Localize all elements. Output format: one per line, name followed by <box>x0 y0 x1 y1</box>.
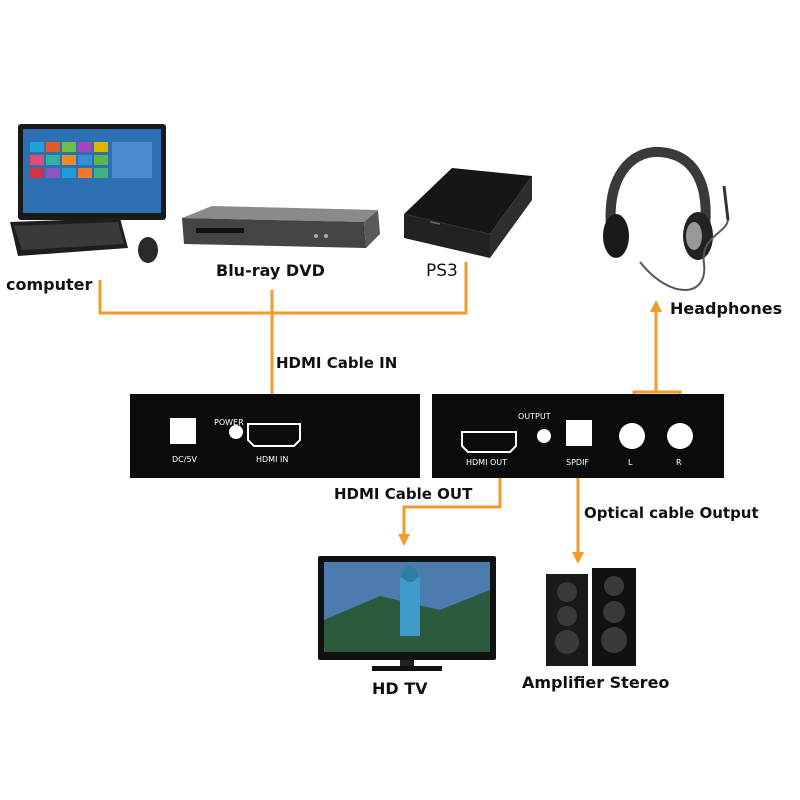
extender-box-output: OUTPUT HDMI OUT SPDIF L R <box>432 394 724 478</box>
ps3-label: PS3 <box>426 261 458 281</box>
l-label: L <box>628 458 633 467</box>
extender-box-input: POWER DC/5V HDMI IN <box>130 394 420 478</box>
output-label: OUTPUT <box>518 412 551 421</box>
hd-tv-icon <box>318 556 496 671</box>
power-led <box>229 425 243 439</box>
dc-label: DC/5V <box>172 455 198 464</box>
ps3-console-icon <box>404 168 532 258</box>
audio-r-port <box>667 423 693 449</box>
spdif-label: SPDIF <box>566 458 589 467</box>
speakers-icon <box>546 568 636 666</box>
headphones-icon <box>603 146 730 291</box>
hdmi-in-label: HDMI IN <box>256 455 288 464</box>
headphones-label: Headphones <box>670 299 782 318</box>
power-label: POWER <box>214 418 244 427</box>
hdmi-out-cable <box>398 468 502 546</box>
computer-label: computer <box>6 275 92 294</box>
audio-l-port <box>619 423 645 449</box>
r-label: R <box>676 458 682 467</box>
hdmi-out-port <box>461 431 517 453</box>
hd-tv-label: HD TV <box>372 679 428 698</box>
bluray-label: Blu-ray DVD <box>216 261 325 280</box>
bluray-player-icon <box>182 206 380 248</box>
optical-cable-label: Optical cable Output <box>584 504 759 522</box>
hdmi-out-label: HDMI OUT <box>466 458 507 467</box>
computer-icon <box>10 124 166 263</box>
dc-port <box>170 418 196 444</box>
output-led <box>537 429 551 443</box>
hdmi-out-cable-label: HDMI Cable OUT <box>334 485 473 503</box>
hdmi-in-port <box>247 423 301 447</box>
hdmi-in-cable-label: HDMI Cable IN <box>276 354 397 372</box>
amplifier-label: Amplifier Stereo <box>522 673 669 692</box>
spdif-port <box>566 420 592 446</box>
